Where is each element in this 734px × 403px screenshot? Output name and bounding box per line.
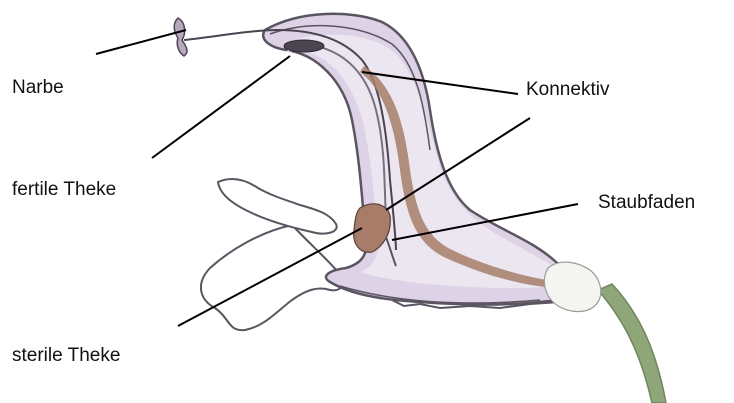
leader-narbe bbox=[96, 30, 186, 54]
label-staubfaden: Staubfaden bbox=[598, 193, 695, 212]
label-sterile-theke: sterile Theke bbox=[12, 346, 120, 365]
leader-fertile-theke bbox=[152, 56, 290, 158]
label-narbe: Narbe bbox=[12, 78, 64, 97]
calyx bbox=[544, 262, 600, 312]
lower-lip bbox=[201, 225, 342, 330]
label-fertile-theke: fertile Theke bbox=[12, 180, 116, 199]
label-konnektiv: Konnektiv bbox=[526, 80, 609, 99]
flower-stem bbox=[598, 284, 666, 403]
upper-lobe bbox=[218, 179, 337, 233]
fertile-theca bbox=[284, 40, 324, 52]
stigma-tip bbox=[174, 18, 187, 56]
